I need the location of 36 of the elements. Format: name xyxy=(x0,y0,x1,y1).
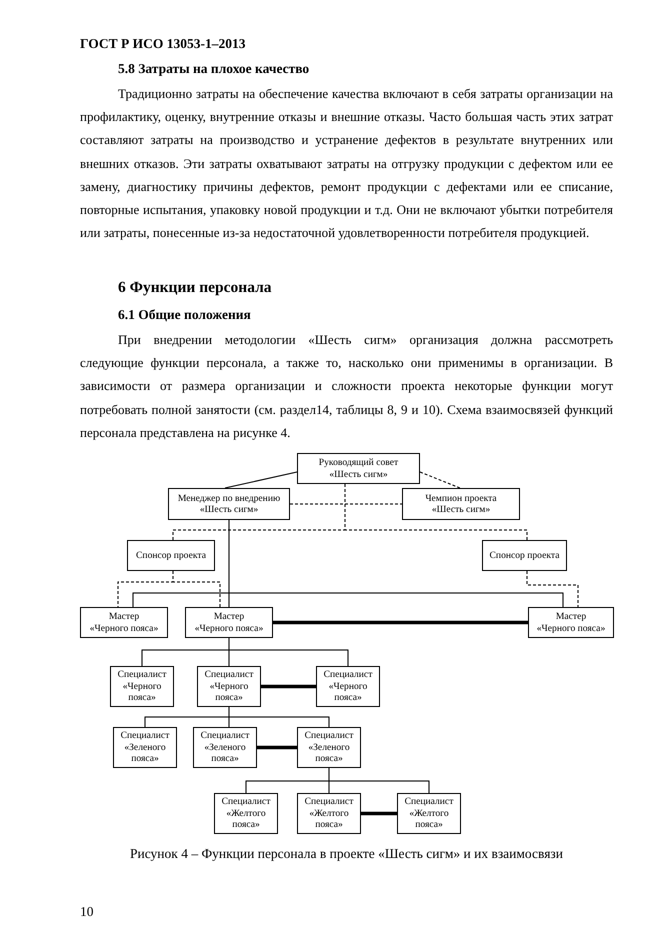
section-heading: 6.1 Общие положения xyxy=(118,307,252,323)
role-box: Специалист «Черного пояса» xyxy=(197,666,261,707)
chapter-heading: 6 Функции персонала xyxy=(118,279,273,297)
role-box: Мастер «Черного пояса» xyxy=(528,607,614,638)
figure-caption: Рисунок 4 – Функции персонала в проекте «Шесть сигм» и их взаимосвязи xyxy=(129,846,564,862)
role-box: Специалист «Зеленого пояса» xyxy=(193,727,257,768)
body-paragraph: При внедрении методологии «Шесть сигм» организация должна рассмотреть следующие функции персонала, а также то, насколько они применимы в организации. В зависимости от размера организации и сложности проекта некоторые функции могут потребовать полной занятости (см. раздел14, таблицы 8, 9 и 10). Схема взаимосвязей функций персонала представлена на рисунке 4. xyxy=(80,331,613,442)
connector-line xyxy=(228,706,330,728)
document-number: ГОСТ Р ИСО 13053-1–2013 xyxy=(80,36,247,52)
connector-line xyxy=(228,638,348,666)
ellipsis-connector xyxy=(261,684,316,688)
role-box: Мастер «Черного пояса» xyxy=(185,607,273,638)
role-box: Руководящий совет «Шесть сигм» xyxy=(297,453,420,484)
body-paragraph: Традиционно затраты на обеспечение качества включают в себя затраты организации на профилактику, оценку, внутренние отказы и внешние отказы. Часто большая часть этих затрат составляют затраты на производство и устранение дефектов в результате внутренних или внешних отказов. Эти затраты охватывают затраты на отгрузку продукции с дефектом или ее замену, диагностику причины дефектов, ремонт продукции с дефектами или ее списание, повторные испытания, упаковку новой продукции и т.д. Они не включают убытки потребителя или затраты, понесенные из-за недостаточной удовлетворенности потребителя продукцией. xyxy=(80,85,613,242)
section-heading: 5.8 Затраты на плохое качество xyxy=(118,61,310,77)
ellipsis-connector xyxy=(361,812,397,816)
dashed-connector xyxy=(420,472,460,488)
ellipsis-connector xyxy=(257,746,297,750)
dashed-connector xyxy=(172,570,220,608)
dashed-connector xyxy=(526,570,578,608)
role-box: Чемпион проекта «Шесть сигм» xyxy=(402,488,520,520)
role-box: Специалист «Черного пояса» xyxy=(316,666,380,707)
role-box: Мастер «Черного пояса» xyxy=(80,607,168,638)
role-box: Спонсор проекта xyxy=(127,540,215,571)
role-box: Специалист «Желтого пояса» xyxy=(297,793,361,834)
role-box: Менеджер по внедрению «Шесть сигм» xyxy=(168,488,290,520)
role-box: Специалист «Желтого пояса» xyxy=(397,793,461,834)
role-box: Специалист «Желтого пояса» xyxy=(214,793,278,834)
page-number: 10 xyxy=(80,904,94,920)
ellipsis-connector xyxy=(273,620,528,624)
role-box: Специалист «Черного пояса» xyxy=(110,666,174,707)
role-box: Специалист «Зеленого пояса» xyxy=(113,727,177,768)
role-box: Спонсор проекта xyxy=(482,540,567,571)
dashed-connector xyxy=(344,484,528,540)
role-box: Специалист «Зеленого пояса» xyxy=(297,727,361,768)
connector-line xyxy=(224,472,298,488)
